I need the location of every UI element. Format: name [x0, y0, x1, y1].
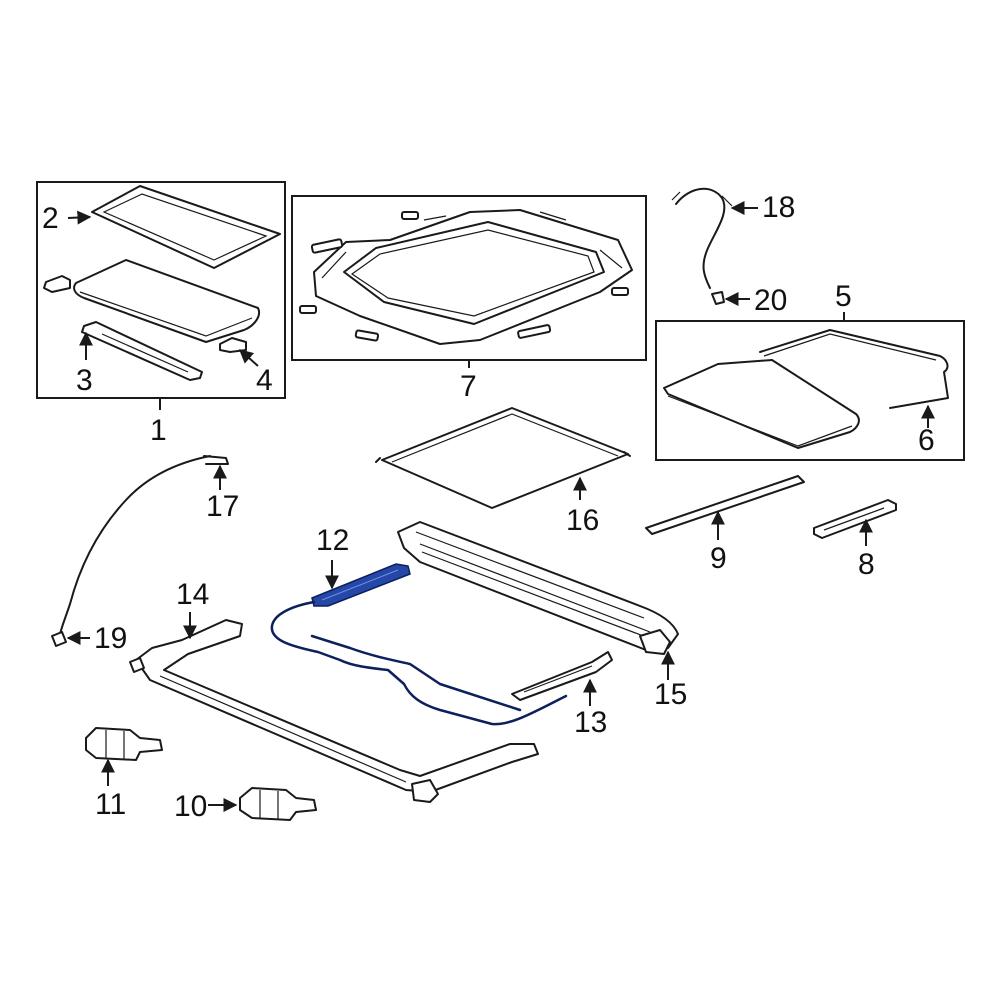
part-12-drive-cable-guide[interactable] — [270, 563, 568, 726]
frame-pads — [299, 211, 629, 342]
callout-12[interactable]: 12 — [316, 524, 349, 557]
rear-glass-panel[interactable] — [663, 359, 860, 449]
part-20-clip[interactable] — [711, 291, 725, 305]
part-6-weatherstrip[interactable] — [759, 329, 949, 409]
part-9-trim-strip[interactable] — [645, 475, 805, 535]
callout-13[interactable]: 13 — [574, 706, 607, 739]
callout-16[interactable]: 16 — [566, 504, 599, 537]
part-11-motor[interactable] — [85, 727, 163, 761]
part-18-drain-hose[interactable] — [671, 188, 733, 289]
callout-11[interactable]: 11 — [95, 788, 126, 821]
callout-17[interactable]: 17 — [206, 490, 239, 523]
part-13-slide-bracket[interactable] — [511, 651, 613, 701]
part-2-glass-frame[interactable] — [91, 185, 281, 269]
callout-15[interactable]: 15 — [654, 678, 687, 711]
part-19-clip[interactable] — [51, 631, 67, 647]
part-15-rail-assembly[interactable] — [397, 521, 679, 655]
part-17-cable[interactable] — [59, 455, 229, 635]
callout-4[interactable]: 4 — [256, 364, 273, 397]
callout-6[interactable]: 6 — [918, 424, 935, 457]
callout-19[interactable]: 19 — [94, 622, 127, 655]
group-box-5 — [655, 320, 965, 461]
part-14-lower-frame[interactable] — [129, 619, 539, 803]
part-10-motor[interactable] — [239, 787, 317, 821]
callout-2[interactable]: 2 — [42, 202, 59, 235]
callout-3[interactable]: 3 — [76, 364, 93, 397]
part-8-guide[interactable] — [813, 499, 897, 539]
callout-1[interactable]: 1 — [150, 414, 167, 447]
part-7-sunroof-frame[interactable] — [313, 209, 633, 345]
callout-20[interactable]: 20 — [754, 284, 787, 317]
glass-panel[interactable] — [73, 259, 260, 343]
callout-9[interactable]: 9 — [710, 542, 727, 575]
callout-8[interactable]: 8 — [858, 548, 875, 581]
callout-7[interactable]: 7 — [460, 370, 477, 403]
part-16-sunshade[interactable] — [375, 407, 631, 509]
leader-2 — [67, 210, 92, 225]
leader-4 — [238, 349, 259, 367]
glass-clip[interactable] — [43, 275, 71, 293]
part-4-bracket[interactable] — [219, 337, 247, 353]
callout-18[interactable]: 18 — [762, 191, 795, 224]
callout-5[interactable]: 5 — [835, 280, 852, 313]
callout-10[interactable]: 10 — [174, 790, 207, 823]
callout-14[interactable]: 14 — [176, 578, 209, 611]
